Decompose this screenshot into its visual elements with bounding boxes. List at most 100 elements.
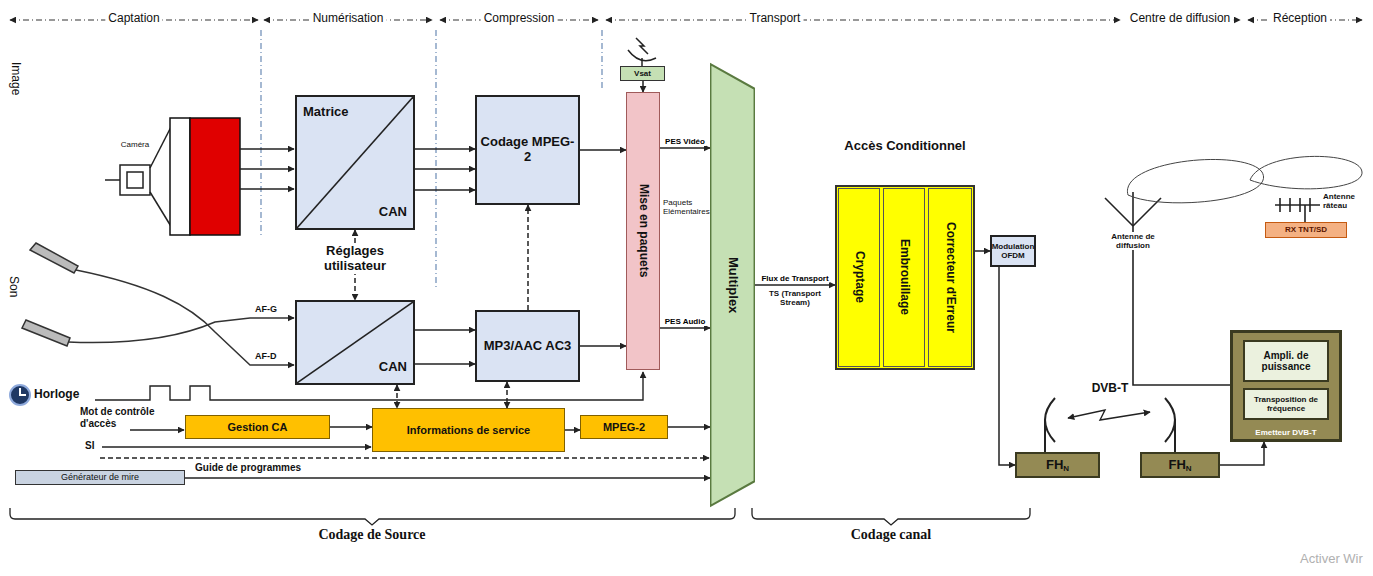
connector bbox=[415, 168, 475, 170]
box-text: Emetteur DVB-T bbox=[1255, 428, 1316, 437]
receiver-box: RX TNT/SD bbox=[1265, 222, 1347, 238]
section-label: Codage de Source bbox=[318, 527, 425, 543]
packetizer-box: Mise en paquets bbox=[626, 92, 660, 370]
stage-label: Transport bbox=[747, 12, 804, 26]
connector bbox=[506, 382, 508, 408]
edge-label: PES Audio bbox=[664, 317, 707, 326]
box-text: FH bbox=[1168, 458, 1185, 473]
link-box: FHN bbox=[1140, 452, 1220, 478]
vsat-dish bbox=[628, 38, 656, 66]
connector bbox=[565, 429, 580, 431]
connector bbox=[415, 363, 475, 365]
converter-box: MatriceCAN bbox=[295, 95, 415, 230]
box-text: CAN bbox=[379, 360, 407, 375]
connector bbox=[1220, 442, 1264, 465]
input-label: SI bbox=[85, 440, 94, 452]
process-box: Informations de service bbox=[372, 408, 565, 452]
brackets bbox=[10, 508, 1030, 525]
antenna-label: Antenne râteau bbox=[1323, 192, 1367, 210]
connector bbox=[660, 327, 710, 329]
box-text: MPEG-2 bbox=[603, 421, 645, 434]
input-label: Image bbox=[8, 62, 22, 95]
input-label: Mot de contrôle d'accès bbox=[80, 406, 170, 429]
signal-name: AF-G bbox=[255, 304, 277, 314]
watermark: Activer Wir bbox=[1300, 552, 1363, 567]
connector bbox=[396, 385, 398, 408]
antenna-label: Antenne de diffusion bbox=[1097, 232, 1169, 250]
connector bbox=[580, 149, 626, 151]
box-text: Embrouillage bbox=[897, 239, 911, 315]
box-text: Générateur de mire bbox=[61, 472, 139, 482]
box-text: N bbox=[1063, 464, 1069, 473]
connector bbox=[999, 267, 1015, 465]
process-box: MPEG-2 bbox=[580, 415, 668, 439]
input-label: Son bbox=[6, 276, 20, 297]
signal-name: TS (Transport Stream) bbox=[757, 289, 833, 307]
camera bbox=[105, 125, 172, 228]
multiplex-fill bbox=[710, 64, 754, 506]
connector bbox=[668, 426, 710, 428]
connector bbox=[660, 147, 710, 149]
stage-separators bbox=[261, 30, 602, 290]
multiplex-shape: Multiplex bbox=[710, 62, 755, 508]
modulator-box: Modulation OFDM bbox=[990, 235, 1036, 267]
diagonal-line bbox=[297, 302, 413, 383]
box-text: Cryptage bbox=[852, 251, 866, 303]
box-text: CAN bbox=[379, 205, 407, 220]
stage-label: Réception bbox=[1270, 12, 1330, 26]
stage-label: Numérisation bbox=[310, 12, 387, 26]
stage-label: Captation bbox=[105, 12, 162, 26]
vsat-box: Vsat bbox=[620, 66, 665, 81]
box-text: Informations de service bbox=[407, 424, 531, 437]
process-box: Transposition de fréquence bbox=[1243, 388, 1329, 420]
box-text: N bbox=[1186, 464, 1192, 473]
box-text: Correcteur d'Erreur bbox=[943, 222, 957, 333]
image-sensor bbox=[170, 118, 240, 235]
connector bbox=[330, 426, 372, 428]
connector bbox=[415, 329, 475, 331]
microphones bbox=[22, 243, 294, 365]
encoder-box: MP3/AAC AC3 bbox=[475, 310, 580, 382]
connector bbox=[642, 81, 644, 92]
signal-name: Paquets Elémentaires bbox=[663, 198, 709, 216]
microwave-link bbox=[1045, 398, 1175, 452]
box-text: Codage MPEG-2 bbox=[477, 135, 578, 165]
transmitter-box: Emetteur DVB-T Ampli. de puissanceTranspo… bbox=[1230, 330, 1342, 442]
connector bbox=[580, 345, 626, 347]
generator-box: Générateur de mire bbox=[15, 470, 185, 485]
box-text: Accès Conditionnel bbox=[840, 139, 970, 154]
diagonal-line bbox=[297, 97, 413, 228]
converter-box: CAN bbox=[295, 300, 415, 385]
sensor-wires bbox=[240, 149, 294, 189]
stage-label: Compression bbox=[481, 12, 558, 26]
link-box: FHN bbox=[1015, 452, 1100, 478]
edge-label: PES Vidéo bbox=[664, 137, 706, 146]
box-text: Mise en paquets bbox=[636, 184, 650, 277]
stage-label: Centre de diffusion bbox=[1127, 12, 1234, 26]
connector bbox=[755, 284, 835, 286]
clock-label: Horloge bbox=[34, 388, 79, 402]
broadcast-antenna bbox=[1105, 192, 1230, 385]
encoder-box: Codage MPEG-2 bbox=[475, 95, 580, 205]
box-text: FH bbox=[1046, 458, 1063, 473]
box-text: Vsat bbox=[634, 69, 651, 78]
box-text: Ampli. de puissance bbox=[1245, 350, 1327, 373]
box-text: Multiplex bbox=[725, 257, 740, 313]
box-text: Gestion CA bbox=[228, 421, 288, 434]
device-label: Caméra bbox=[121, 140, 149, 149]
connector bbox=[527, 205, 529, 310]
connector bbox=[185, 477, 710, 479]
process-box: Embrouillage bbox=[883, 188, 925, 367]
box-text: Modulation OFDM bbox=[992, 242, 1035, 260]
box-text: Matrice bbox=[303, 105, 349, 120]
section-label: Codage canal bbox=[851, 527, 932, 543]
connector bbox=[415, 189, 475, 191]
link-label: DVB-T bbox=[1092, 382, 1129, 396]
box-text: MP3/AAC AC3 bbox=[484, 339, 572, 354]
input-label: Guide de programmes bbox=[195, 462, 301, 474]
process-box: Correcteur d'Erreur bbox=[928, 188, 972, 367]
group-box: Accès ConditionnelCryptageEmbrouillageCo… bbox=[835, 185, 975, 370]
